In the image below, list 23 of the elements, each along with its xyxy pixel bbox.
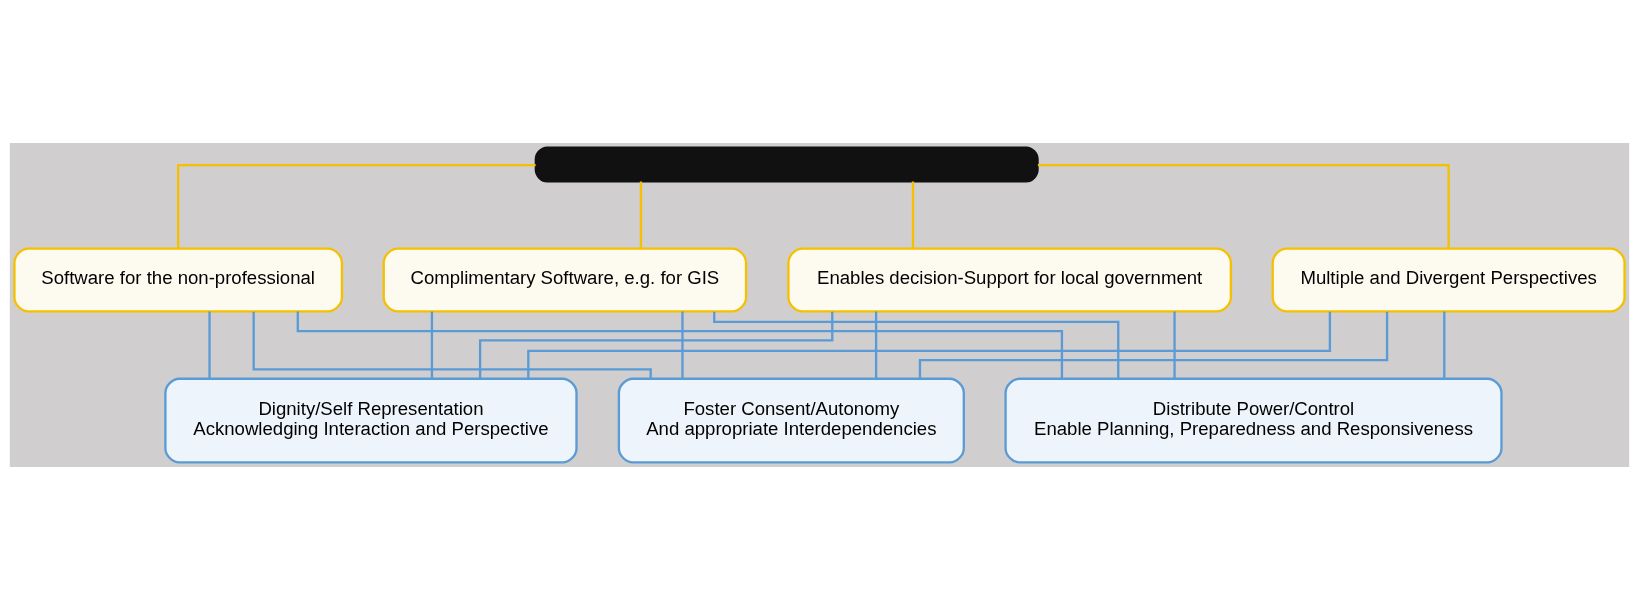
connector <box>681 311 684 379</box>
connector <box>527 311 1332 379</box>
connector <box>874 311 878 379</box>
node-box: Enables decision-Support for local government <box>787 247 1233 313</box>
connector <box>911 181 915 249</box>
connector <box>1173 311 1176 379</box>
connector <box>639 181 643 249</box>
connector <box>177 163 536 249</box>
connector <box>1443 311 1446 379</box>
connector <box>430 311 434 379</box>
connector <box>918 311 1389 379</box>
node-box: Foster Consent/Autonomy And appropriate Interdependencies <box>617 377 965 464</box>
connector <box>1037 163 1450 249</box>
connector <box>252 311 652 379</box>
node-box <box>534 146 1039 183</box>
node-box: Complimentary Software, e.g. for GIS <box>382 247 748 313</box>
connector <box>208 311 211 379</box>
node-box: Multiple and Divergent Perspectives <box>1271 247 1626 313</box>
connector <box>478 311 834 379</box>
node-box: Distribute Power/Control Enable Planning, Preparedness and Responsiveness <box>1004 377 1503 464</box>
node-box: Software for the non-professional <box>13 247 344 313</box>
connector <box>713 311 1120 379</box>
node-box: Dignity/Self Representation Acknowledging Interaction and Perspective <box>164 377 578 464</box>
